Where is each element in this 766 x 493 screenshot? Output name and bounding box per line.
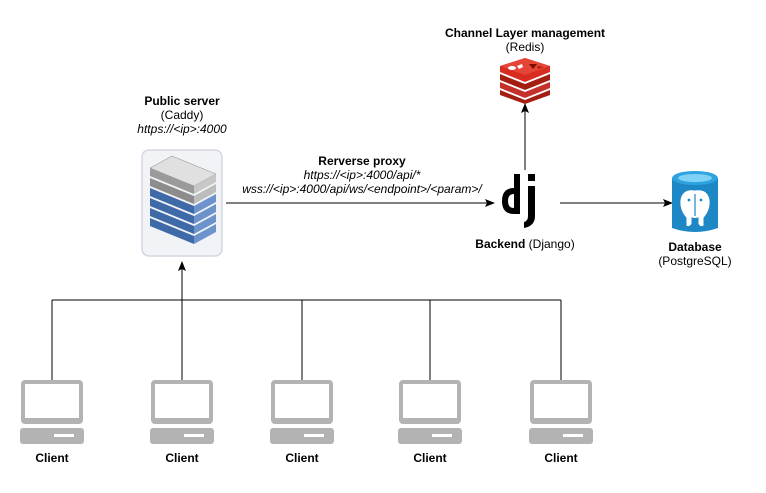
client-computer-icon [529,380,593,449]
client-computer-icon [150,380,214,449]
public-server-label: Public server (Caddy) https://<ip>:4000 [122,94,242,136]
redis-icon [498,58,552,109]
public-server-subtitle: (Caddy) [160,108,204,122]
django-logo-icon [500,172,552,237]
client-label: Client [544,451,578,465]
client-computer-icon [398,380,462,449]
database-label: Database (PostgreSQL) [645,240,745,268]
client-computer-icon [270,380,334,449]
proxy-label: Rerverse proxy https://<ip>:4000/api/* w… [236,154,488,196]
backend-subtitle: (Django) [528,237,575,251]
backend-label: Backend (Django) [465,237,585,251]
proxy-title: Rerverse proxy [318,154,406,168]
public-server-title: Public server [144,94,220,108]
channel-layer-subtitle: (Redis) [505,40,545,54]
client-label: Client [285,451,319,465]
client-label: Client [413,451,447,465]
client-label: Client [35,451,69,465]
database-subtitle: (PostgreSQL) [658,254,732,268]
database-title: Database [668,240,722,254]
channel-layer-label: Channel Layer management (Redis) [425,26,625,54]
proxy-route-ws: wss://<ip>:4000/api/ws/<endpoint>/<param… [242,182,482,196]
channel-layer-title: Channel Layer management [444,26,606,40]
backend-title: Backend [475,237,526,251]
proxy-route-api: https://<ip>:4000/api/* [303,168,421,182]
client-computer-icon [20,380,84,449]
postgres-database-icon [670,170,720,241]
client-label: Client [165,451,199,465]
server-rack-icon [138,146,226,265]
public-server-address: https://<ip>:4000 [137,122,227,136]
